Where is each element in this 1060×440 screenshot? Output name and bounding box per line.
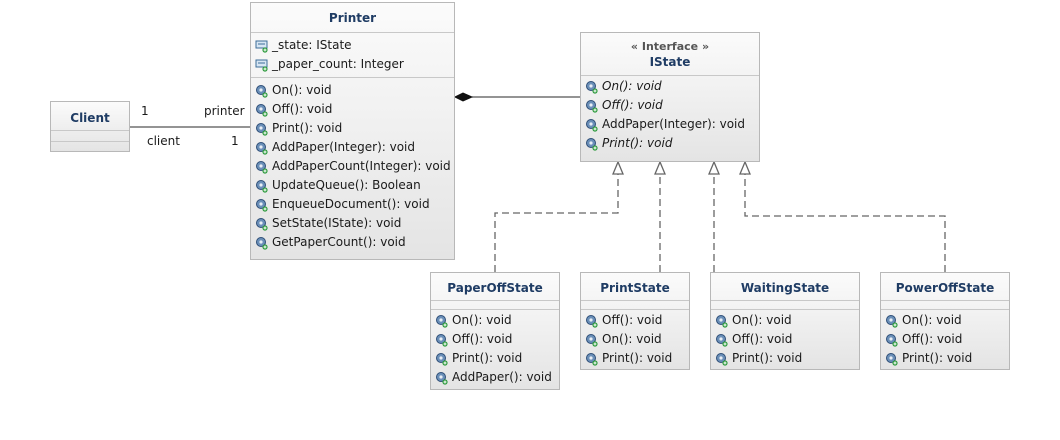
printer-class[interactable]: Printer _state: IState _paper_count: Int…	[250, 2, 455, 260]
operation-row: On(): void	[585, 330, 689, 349]
operation-row: On(): void	[885, 311, 1009, 330]
method-icon	[256, 198, 268, 212]
method-icon	[436, 371, 448, 385]
method-icon	[436, 314, 448, 328]
operation-compartment: On(): void Off(): void Print(): void	[881, 310, 1009, 371]
paperoffstate-class[interactable]: PaperOffState On(): void Off(): void Pri…	[430, 272, 560, 390]
operation-row: On(): void	[255, 81, 454, 100]
operation-row: On(): void	[435, 311, 559, 330]
realization-poweroffstate	[744, 174, 946, 272]
field-icon	[255, 40, 268, 53]
method-icon	[256, 122, 268, 136]
attribute-row: _paper_count: Integer	[255, 55, 454, 74]
method-icon	[586, 352, 598, 366]
method-icon	[586, 137, 598, 151]
printstate-class[interactable]: PrintState Off(): void On(): void Print(…	[580, 272, 690, 370]
stereotype-label: « Interface »	[630, 40, 710, 53]
poweroffstate-class[interactable]: PowerOffState On(): void Off(): void Pri…	[880, 272, 1010, 370]
operation-row: Off(): void	[435, 330, 559, 349]
waitingstate-class[interactable]: WaitingState On(): void Off(): void Prin…	[710, 272, 860, 370]
operation-row: AddPaper(Integer): void	[585, 115, 759, 134]
method-icon	[886, 352, 898, 366]
class-name: PrintState	[600, 281, 670, 295]
operation-compartment: On(): void Off(): void Print(): void	[711, 310, 859, 371]
client-end-role: client	[147, 134, 180, 148]
operation-row: Print(): void	[585, 349, 689, 368]
method-icon	[586, 314, 598, 328]
printer-end-multiplicity: 1	[231, 134, 239, 148]
operation-row: Off(): void	[715, 330, 859, 349]
operation-row: AddPaperCount(Integer): void	[255, 157, 454, 176]
composition-diamond	[453, 92, 474, 102]
operation-compartment: On(): void Off(): void Print(): void Add…	[251, 78, 454, 255]
method-icon	[436, 352, 448, 366]
operation-row: Print(): void	[435, 349, 559, 368]
operation-row: EnqueueDocument(): void	[255, 195, 454, 214]
class-name: IState	[649, 55, 691, 69]
class-name: PowerOffState	[895, 281, 995, 295]
method-icon	[586, 99, 598, 113]
realization-arrowhead	[654, 160, 666, 175]
method-icon	[586, 118, 598, 132]
operation-row: On(): void	[585, 77, 759, 96]
attribute-row: _state: IState	[255, 36, 454, 55]
operation-row: Print(): void	[585, 134, 759, 153]
realization-arrowhead	[612, 160, 624, 175]
class-name: Printer	[328, 11, 377, 25]
attribute-compartment	[581, 301, 689, 310]
operation-row: Off(): void	[585, 311, 689, 330]
operation-row: UpdateQueue(): Boolean	[255, 176, 454, 195]
method-icon	[256, 84, 268, 98]
method-icon	[256, 141, 268, 155]
client-end-multiplicity: 1	[141, 104, 149, 118]
operation-row: Off(): void	[885, 330, 1009, 349]
method-icon	[436, 333, 448, 347]
operation-row: Print(): void	[255, 119, 454, 138]
realization-paperoffstate	[494, 174, 619, 272]
method-icon	[886, 333, 898, 347]
operation-row: Off(): void	[255, 100, 454, 119]
method-icon	[256, 236, 268, 250]
operation-row: On(): void	[715, 311, 859, 330]
attribute-compartment	[711, 301, 859, 310]
operation-row: Print(): void	[885, 349, 1009, 368]
operation-row: AddPaper(Integer): void	[255, 138, 454, 157]
printer-end-role: printer	[204, 104, 245, 118]
method-icon	[716, 352, 728, 366]
operation-row: Off(): void	[585, 96, 759, 115]
realization-arrowhead	[739, 160, 751, 175]
field-icon	[255, 59, 268, 72]
class-name: Client	[70, 111, 110, 125]
operation-compartment: Off(): void On(): void Print(): void	[581, 310, 689, 371]
operation-row: AddPaper(): void	[435, 368, 559, 387]
method-icon	[586, 80, 598, 94]
attribute-compartment	[51, 131, 129, 142]
realization-arrowhead	[708, 160, 720, 175]
client-class[interactable]: Client	[50, 101, 130, 152]
method-icon	[256, 179, 268, 193]
attribute-compartment	[431, 301, 559, 310]
attribute-compartment: _state: IState _paper_count: Integer	[251, 33, 454, 78]
method-icon	[716, 333, 728, 347]
method-icon	[256, 160, 268, 174]
method-icon	[256, 217, 268, 231]
operation-compartment: On(): void Off(): void Print(): void Add…	[431, 310, 559, 390]
method-icon	[256, 103, 268, 117]
method-icon	[716, 314, 728, 328]
class-name: WaitingState	[740, 281, 830, 295]
method-icon	[586, 333, 598, 347]
istate-interface[interactable]: « Interface » IState On(): void Off(): v…	[580, 32, 760, 162]
method-icon	[886, 314, 898, 328]
operation-row: GetPaperCount(): void	[255, 233, 454, 252]
class-name: PaperOffState	[447, 281, 543, 295]
operation-compartment: On(): void Off(): void AddPaper(Integer)…	[581, 76, 759, 156]
operation-row: SetState(IState): void	[255, 214, 454, 233]
operation-row: Print(): void	[715, 349, 859, 368]
attribute-compartment	[881, 301, 1009, 310]
